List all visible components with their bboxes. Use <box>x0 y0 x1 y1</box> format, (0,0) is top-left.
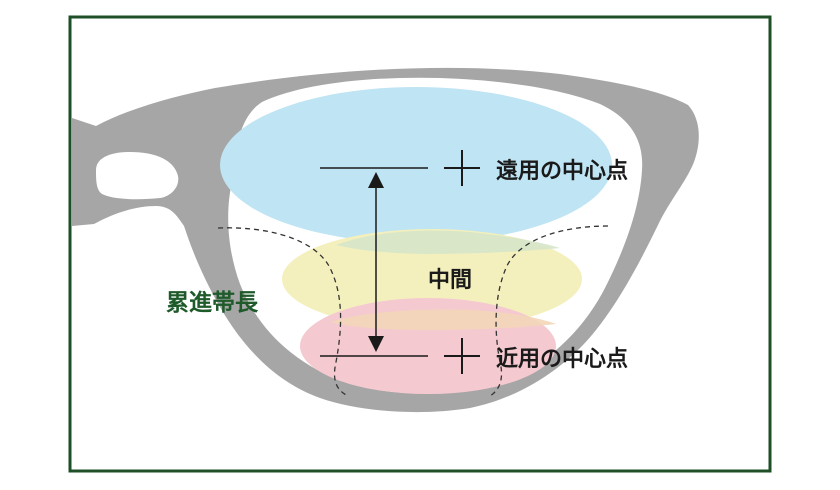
far-middle-overlap <box>336 230 560 254</box>
far-center-cross-icon <box>444 150 480 186</box>
near-center-label: 近用の中心点 <box>496 346 628 372</box>
middle-label: 中間 <box>428 268 472 293</box>
middle-zone <box>282 229 582 329</box>
middle-near-overlap <box>330 309 556 330</box>
far-zone <box>220 87 612 243</box>
corridor-length-arrow <box>368 172 384 352</box>
frame-notch <box>96 152 179 200</box>
corridor-length-label: 累進帯長 <box>166 289 259 316</box>
corridor-boundary-left <box>217 227 349 397</box>
far-center-label: 遠用の中心点 <box>496 158 628 184</box>
near-center-cross-icon <box>444 338 480 374</box>
corridor-boundary-right <box>489 225 609 397</box>
